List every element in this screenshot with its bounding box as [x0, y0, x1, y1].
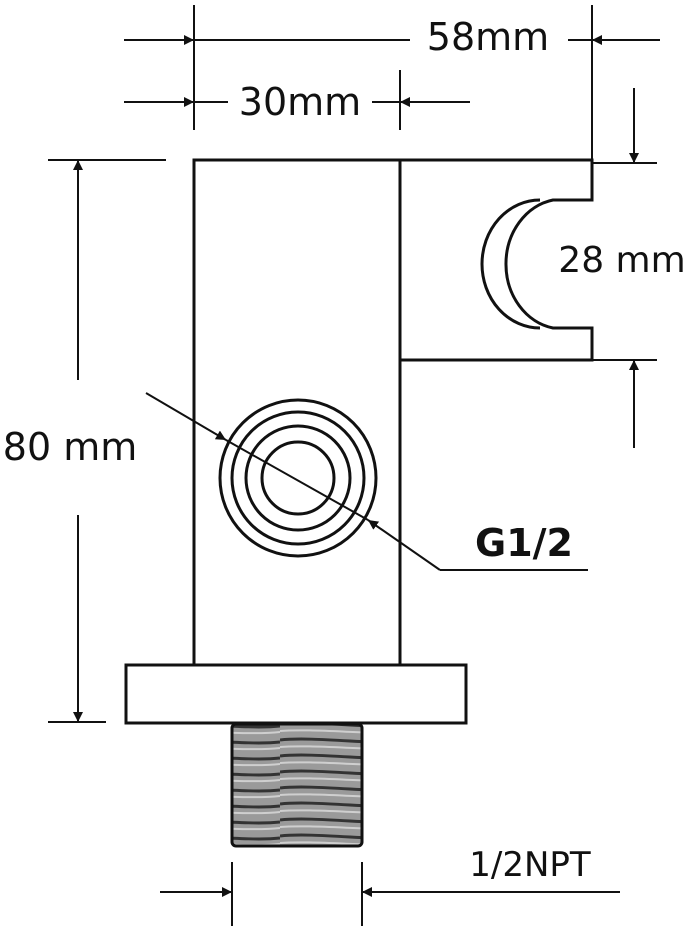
body-width-label: 30mm [239, 80, 361, 124]
threaded-inlet [230, 722, 364, 848]
dimension-inlet-thread [160, 862, 620, 926]
dimension-hook-opening [592, 88, 657, 448]
dimension-overall-width [124, 5, 660, 160]
base-flange [124, 663, 468, 725]
inlet-thread-label: 1/2NPT [469, 845, 591, 885]
outlet-thread-label: G1/2 [475, 521, 573, 565]
hose-hook [480, 198, 541, 330]
outlet-port [218, 398, 378, 558]
dimension-body-height [48, 159, 166, 723]
overall-width-label: 58mm [427, 15, 549, 59]
hook-opening-label: 28 mm [558, 240, 685, 281]
dimension-body-width [124, 70, 470, 130]
leader-outlet-thread [145, 392, 588, 571]
body-height-label: 80 mm [3, 425, 137, 469]
